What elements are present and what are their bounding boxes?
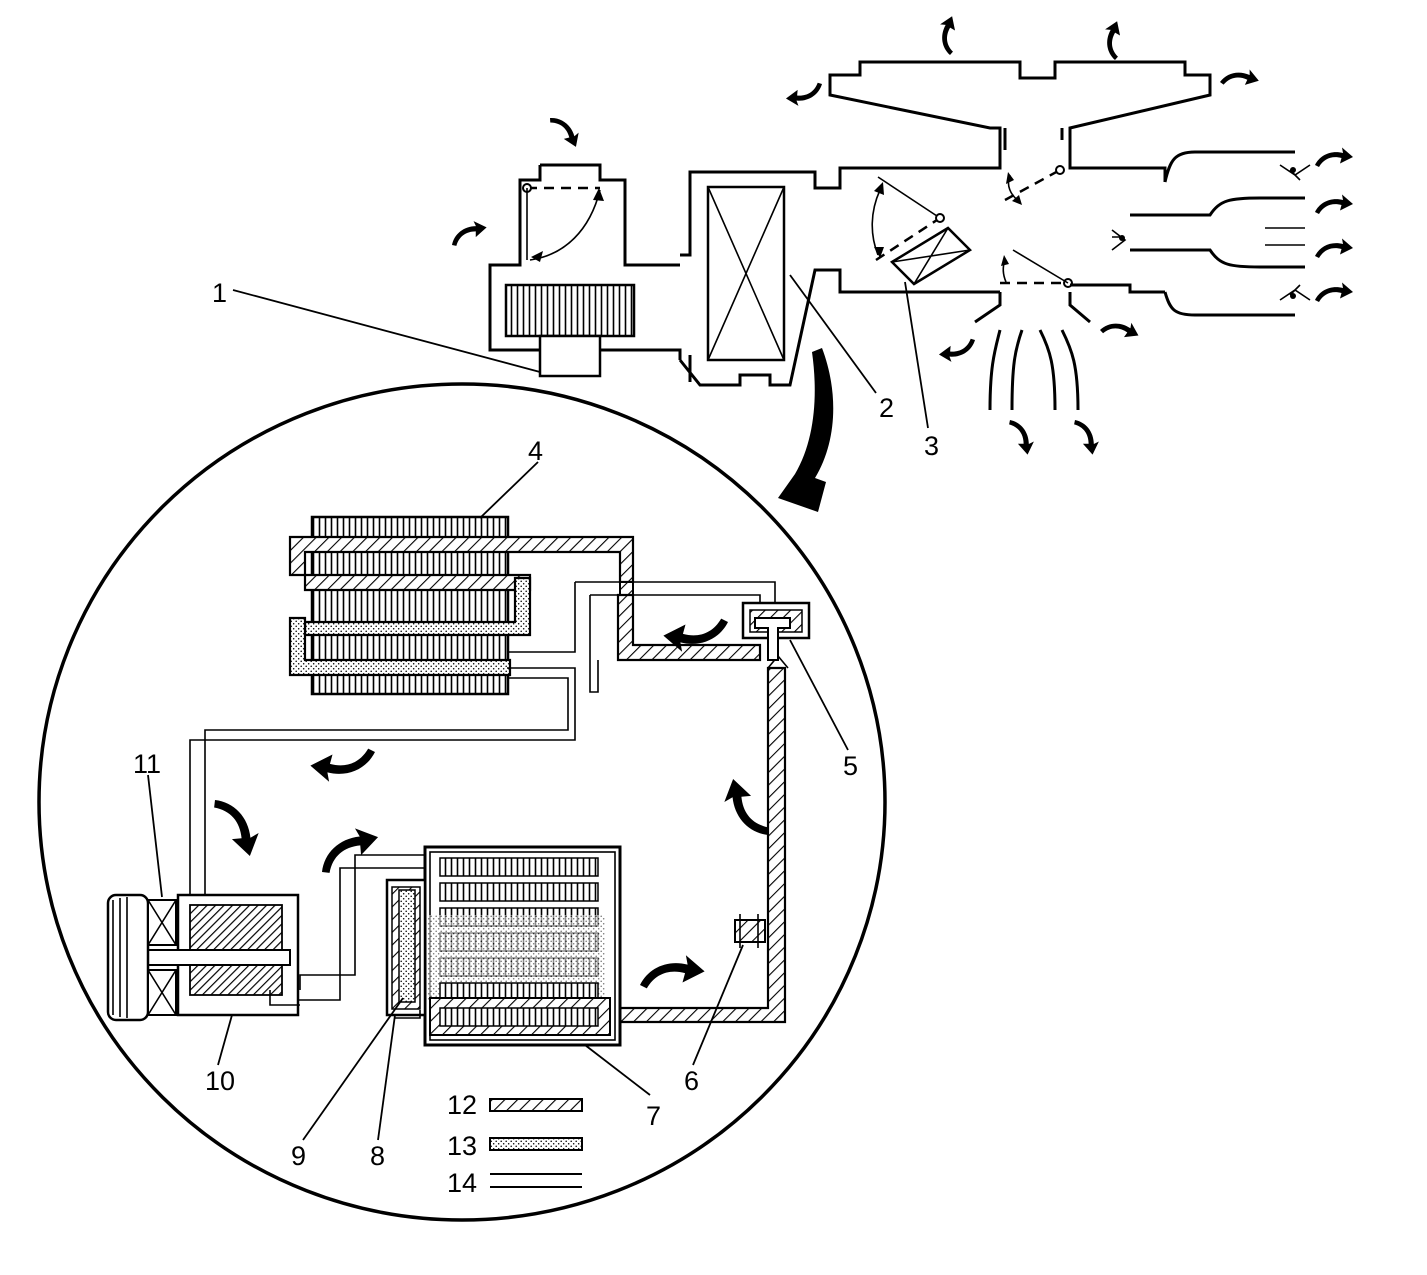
callout-10: 10 — [205, 1066, 235, 1096]
callout-8: 8 — [370, 1141, 385, 1171]
curved-flow-arrow-icon — [937, 338, 979, 364]
curved-flow-arrow-icon — [211, 789, 266, 862]
callout-5: 5 — [843, 751, 858, 781]
high-pressure-liquid-line — [613, 581, 789, 1024]
blower-wheel — [504, 283, 636, 338]
panel-outlets — [1111, 150, 1311, 317]
compressor — [144, 893, 300, 1017]
compressor-clutch — [106, 893, 177, 1022]
curved-flow-arrow-icon — [1098, 18, 1127, 61]
refrigerant-circuit-detail — [37, 382, 887, 1222]
curved-flow-arrow-icon — [1073, 415, 1102, 458]
curved-flow-arrow-icon — [548, 109, 585, 152]
curved-flow-arrow-icon — [447, 218, 490, 247]
curved-flow-arrow-icon — [717, 773, 772, 846]
curved-flow-arrow-icon — [310, 748, 375, 782]
callout-6: 6 — [684, 1066, 699, 1096]
defrost-plenum — [828, 60, 1212, 182]
curved-flow-arrow-icon — [1008, 415, 1037, 458]
callout-labels: 1 2 3 4 5 6 7 8 9 10 11 12 13 14 — [133, 278, 939, 1198]
callout-11: 11 — [133, 749, 161, 779]
air-flow-arrows — [447, 13, 1353, 458]
expansion-valve — [741, 601, 811, 661]
leader-lines — [147, 274, 929, 1141]
blower-housing — [488, 163, 682, 360]
receiver-drier — [385, 878, 427, 1019]
condenser — [288, 515, 635, 696]
callout-1: 1 — [212, 278, 227, 308]
line-type-legend — [489, 1098, 583, 1188]
blower-motor — [538, 334, 602, 378]
callout-3: 3 — [924, 431, 939, 461]
curved-flow-arrow-icon — [640, 955, 705, 989]
air-distribution-housing — [447, 13, 1353, 458]
evaporator-case — [678, 140, 1002, 387]
legend-label-14: 14 — [447, 1168, 477, 1198]
detail-pointer-arrow — [778, 348, 834, 512]
curved-flow-arrow-icon — [1219, 64, 1261, 91]
callout-9: 9 — [291, 1141, 306, 1171]
curved-flow-arrow-icon — [1099, 313, 1142, 345]
heater-core — [871, 176, 973, 286]
curved-flow-arrow-icon — [1315, 282, 1353, 302]
legend-label-12: 12 — [447, 1090, 477, 1120]
callout-7: 7 — [646, 1101, 661, 1131]
pressure-switch — [734, 914, 766, 948]
legend-vapor — [490, 1173, 582, 1188]
evaporator-coil — [423, 845, 622, 1047]
curved-flow-arrow-icon — [933, 13, 962, 56]
legend-label-13: 13 — [447, 1131, 477, 1161]
floor-outlets — [974, 283, 1165, 411]
curved-flow-arrow-icon — [1315, 194, 1353, 214]
curved-flow-arrow-icon — [1315, 238, 1353, 258]
mode-doors — [1000, 165, 1073, 288]
legend-low-pressure-liquid — [489, 1137, 583, 1151]
callout-4: 4 — [528, 436, 543, 466]
curved-flow-arrow-icon — [1315, 147, 1353, 167]
callout-2: 2 — [879, 393, 894, 423]
curved-flow-arrow-icon — [784, 82, 826, 108]
legend-high-pressure-liquid — [489, 1098, 583, 1112]
